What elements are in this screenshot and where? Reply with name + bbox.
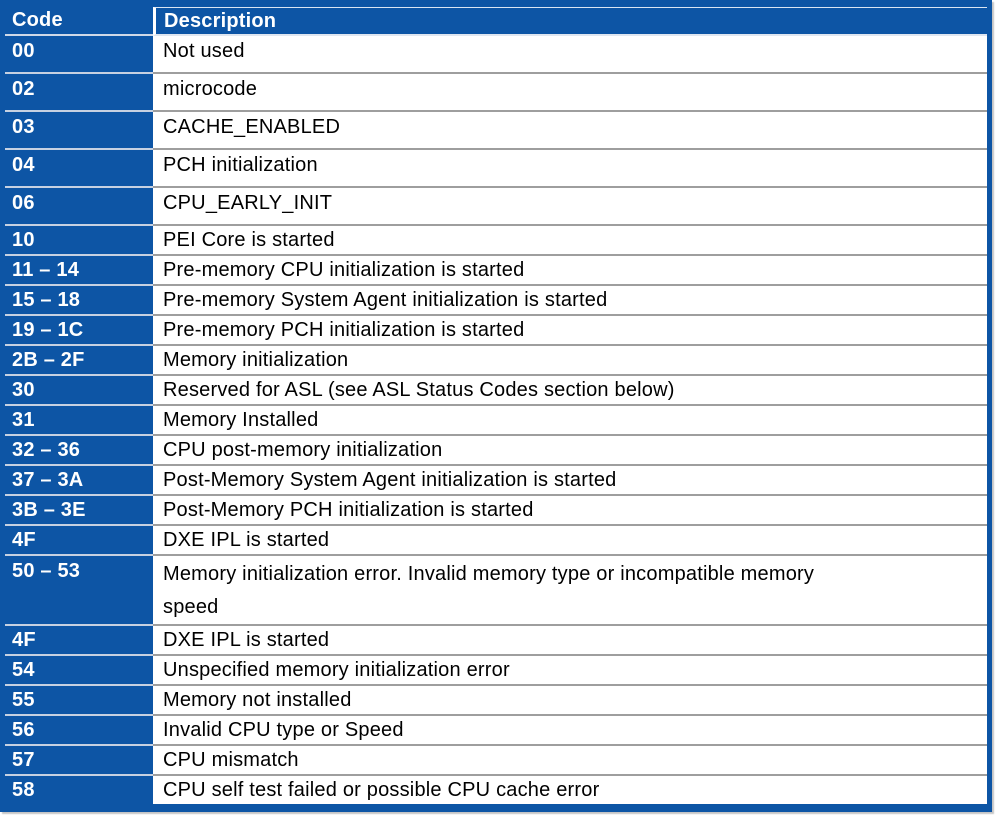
table-row: 2B – 2F Memory initialization	[5, 346, 987, 376]
description-cell: Unspecified memory initialization error	[153, 656, 987, 686]
description-cell: Reserved for ASL (see ASL Status Codes s…	[153, 376, 987, 406]
code-cell: 4F	[5, 526, 153, 556]
code-cell: 04	[5, 150, 153, 188]
table-row: 50 – 53 Memory initialization error. Inv…	[5, 556, 987, 626]
table-row: 31 Memory Installed	[5, 406, 987, 436]
code-cell: 31	[5, 406, 153, 436]
code-cell: 55	[5, 686, 153, 716]
code-cell: 15 – 18	[5, 286, 153, 316]
description-cell: DXE IPL is started	[153, 626, 987, 656]
table-row: 02 microcode	[5, 74, 987, 112]
header-row: Code Description	[5, 7, 987, 36]
code-cell: 11 – 14	[5, 256, 153, 286]
description-cell: CPU_EARLY_INIT	[153, 188, 987, 226]
code-cell: 00	[5, 36, 153, 74]
description-cell: Post-Memory PCH initialization is starte…	[153, 496, 987, 526]
table-row: 04 PCH initialization	[5, 150, 987, 188]
code-cell: 03	[5, 112, 153, 150]
table-row: 57 CPU mismatch	[5, 746, 987, 776]
code-cell: 06	[5, 188, 153, 226]
table-row: 03 CACHE_ENABLED	[5, 112, 987, 150]
table-row: 11 – 14 Pre-memory CPU initialization is…	[5, 256, 987, 286]
description-cell: Pre-memory CPU initialization is started	[153, 256, 987, 286]
description-cell: Memory Installed	[153, 406, 987, 436]
table-row: 55 Memory not installed	[5, 686, 987, 716]
description-cell: PEI Core is started	[153, 226, 987, 256]
code-cell: 30	[5, 376, 153, 406]
description-cell: CACHE_ENABLED	[153, 112, 987, 150]
description-cell: microcode	[153, 74, 987, 112]
description-cell: Not used	[153, 36, 987, 74]
description-cell: CPU self test failed or possible CPU cac…	[153, 776, 987, 804]
description-cell: Post-Memory System Agent initialization …	[153, 466, 987, 496]
code-cell: 19 – 1C	[5, 316, 153, 346]
code-cell: 56	[5, 716, 153, 746]
code-cell: 50 – 53	[5, 556, 153, 626]
table-row: 4F DXE IPL is started	[5, 526, 987, 556]
code-cell: 3B – 3E	[5, 496, 153, 526]
description-cell: PCH initialization	[153, 150, 987, 188]
code-cell: 58	[12, 779, 35, 801]
table-row: 4F DXE IPL is started	[5, 626, 987, 656]
table-row: 56 Invalid CPU type or Speed	[5, 716, 987, 746]
description-cell: DXE IPL is started	[153, 526, 987, 556]
code-cell: 4F	[5, 626, 153, 656]
table-row: 10 PEI Core is started	[5, 226, 987, 256]
table-row: 00 Not used	[5, 36, 987, 74]
code-cell: 02	[5, 74, 153, 112]
table-row: 30 Reserved for ASL (see ASL Status Code…	[5, 376, 987, 406]
code-cell: 54	[5, 656, 153, 686]
code-cell: 57	[5, 746, 153, 776]
code-cell: 37 – 3A	[5, 466, 153, 496]
description-cell: Invalid CPU type or Speed	[153, 716, 987, 746]
description-cell: Pre-memory System Agent initialization i…	[153, 286, 987, 316]
description-cell: CPU mismatch	[153, 746, 987, 776]
code-cell: 10	[5, 226, 153, 256]
column-header-code: Code	[5, 7, 153, 36]
code-cell: 2B – 2F	[5, 346, 153, 376]
description-cell: CPU post-memory initialization	[153, 436, 987, 466]
table-row: 37 – 3A Post-Memory System Agent initial…	[5, 466, 987, 496]
code-cell: 32 – 36	[5, 436, 153, 466]
description-cell: Pre-memory PCH initialization is started	[153, 316, 987, 346]
description-cell: Memory initialization error. Invalid mem…	[153, 556, 987, 626]
description-cell: Memory initialization	[153, 346, 987, 376]
table-row: 32 – 36 CPU post-memory initialization	[5, 436, 987, 466]
table-row: 58 CPU self test failed or possible CPU …	[5, 776, 987, 804]
table-row: 54 Unspecified memory initialization err…	[5, 656, 987, 686]
table-row: 19 – 1C Pre-memory PCH initialization is…	[5, 316, 987, 346]
table-row: 06 CPU_EARLY_INIT	[5, 188, 987, 226]
column-header-description: Description	[153, 7, 987, 36]
description-cell: Memory not installed	[153, 686, 987, 716]
table-row: 3B – 3E Post-Memory PCH initialization i…	[5, 496, 987, 526]
table-row: 15 – 18 Pre-memory System Agent initiali…	[5, 286, 987, 316]
